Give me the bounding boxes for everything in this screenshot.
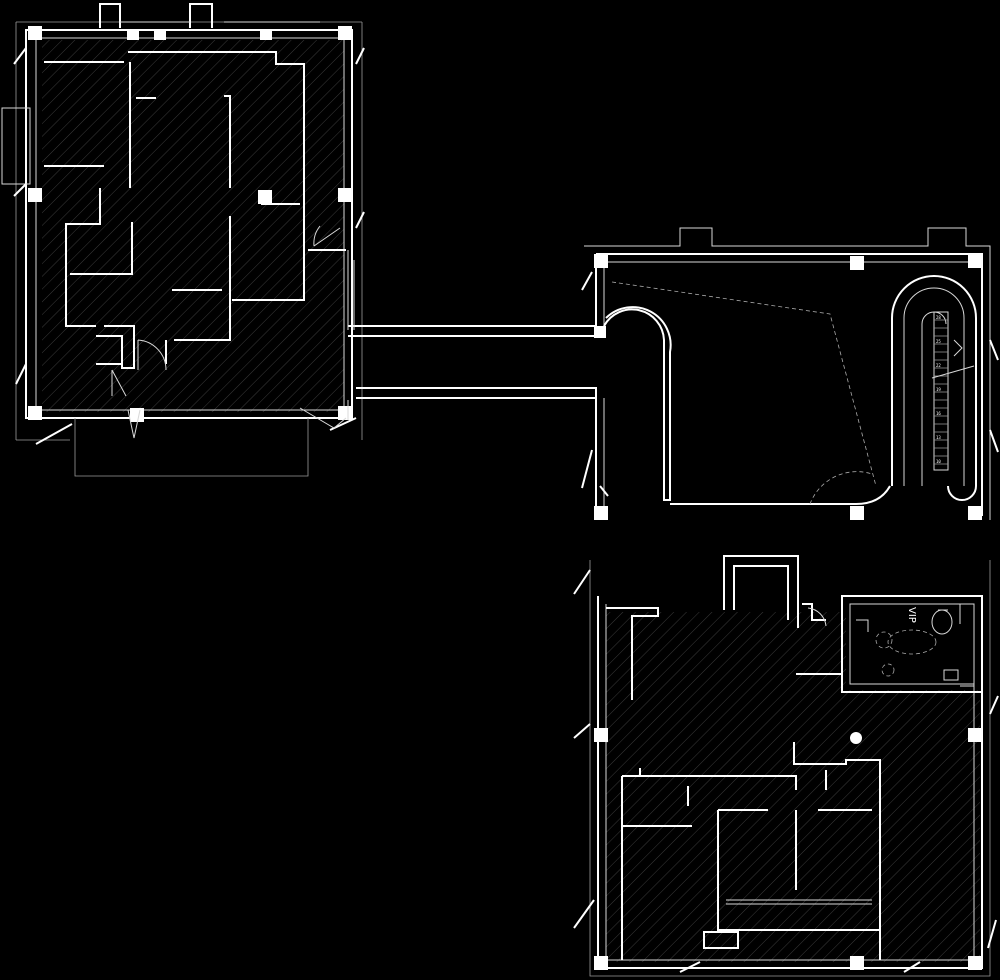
column-icon	[260, 30, 272, 40]
column-icon	[594, 956, 608, 970]
stair-step-number: 25	[936, 339, 941, 344]
marker-circle	[850, 732, 862, 744]
column-icon	[968, 956, 982, 970]
column-icon	[28, 188, 42, 202]
column-icon	[850, 506, 864, 520]
hall-east: 28 25 22 19 16 13 10	[581, 227, 999, 520]
corridor	[347, 250, 597, 420]
column-icon	[594, 326, 606, 338]
door-swing-icon	[313, 225, 341, 247]
column-icon	[28, 26, 42, 40]
stair-step-number: 28	[936, 315, 941, 320]
door-swing-icon	[137, 339, 167, 371]
column-icon	[594, 728, 608, 742]
column-icon	[850, 956, 864, 970]
column-icon	[968, 506, 982, 520]
column-icon	[130, 408, 144, 422]
window-icon	[581, 271, 999, 497]
building-northwest	[1, 3, 365, 477]
stair-arrow-icon	[953, 339, 963, 357]
door-swing-icon	[807, 607, 827, 627]
stair-steps: 28 25 22 19 16 13 10	[931, 311, 975, 471]
stair-step-number: 13	[936, 435, 941, 440]
stair-step-number: 16	[936, 411, 941, 416]
stair-step-number: 10	[936, 459, 941, 464]
column-icon	[594, 506, 608, 520]
column-icon	[28, 406, 42, 420]
column-icon	[127, 30, 139, 40]
building-southeast: VIP	[573, 555, 999, 977]
column-icon	[338, 26, 352, 40]
stair-step-number: 19	[936, 387, 941, 392]
toilet-icon	[931, 609, 953, 635]
column-icon	[968, 254, 982, 268]
hatch-area-northwest	[42, 40, 344, 412]
column-icon	[258, 190, 272, 204]
column-icon	[338, 406, 352, 420]
stair-step-number: 22	[936, 363, 941, 368]
vip-room-label: VIP	[906, 607, 917, 623]
column-icon	[154, 30, 166, 40]
window-icon	[573, 569, 999, 973]
column-icon	[968, 728, 982, 742]
window-icon	[13, 47, 365, 445]
column-icon	[338, 188, 352, 202]
column-icon	[594, 254, 608, 268]
column-icon	[850, 256, 864, 270]
